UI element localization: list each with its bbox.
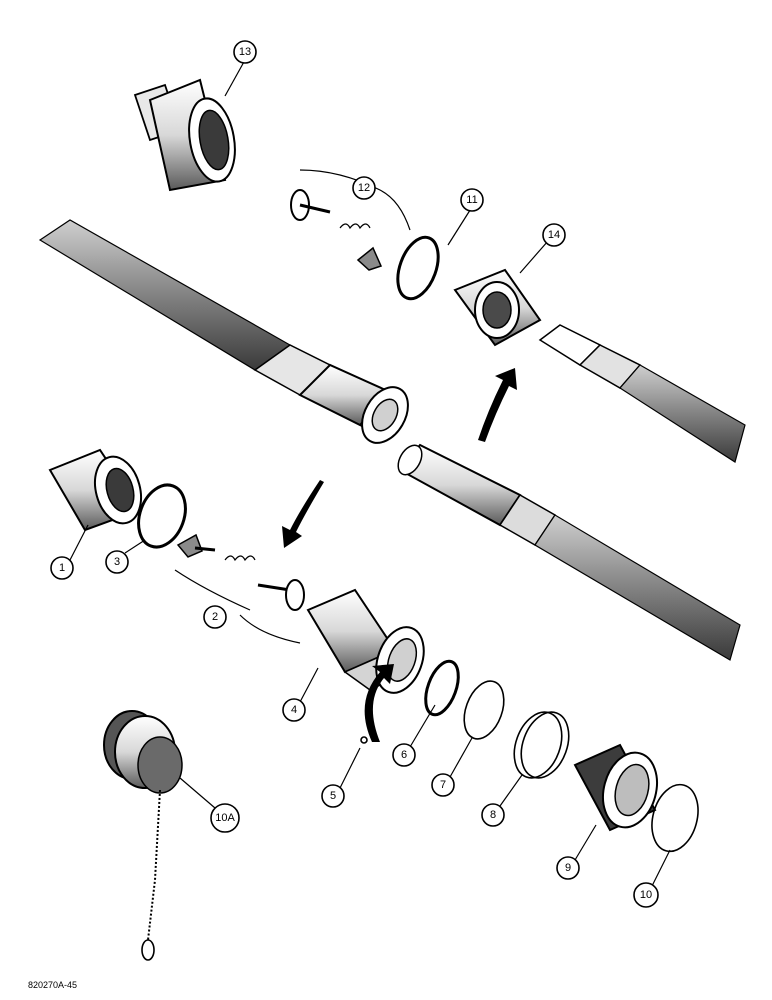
arrow-to-part-4 — [364, 664, 394, 742]
callout-2: 2 — [203, 605, 227, 629]
lower-hose — [397, 443, 741, 661]
backup-ring-part-7 — [463, 680, 505, 740]
svg-text:11: 11 — [466, 194, 477, 206]
female-coupler-body — [298, 363, 409, 444]
valve-assembly-part-13 — [290, 189, 383, 271]
svg-text:3: 3 — [114, 556, 120, 568]
callout-13: 12 — [352, 176, 376, 200]
svg-text:6: 6 — [401, 749, 407, 761]
figure-code: 820270A-45 — [28, 980, 78, 990]
o-ring-part-12 — [396, 235, 440, 301]
adapter-fitting-part-11 — [133, 78, 236, 192]
upper-right-hose — [538, 324, 746, 463]
svg-text:13: 13 — [239, 46, 251, 58]
adapter-nut-part-14 — [453, 268, 542, 347]
valve-assembly-part-2 — [176, 533, 305, 611]
callout-9: 9 — [556, 856, 580, 880]
arrow-up-right — [478, 368, 517, 442]
svg-text:10: 10 — [640, 889, 652, 901]
callout-6: 6 — [392, 743, 416, 767]
svg-text:12: 12 — [358, 182, 370, 194]
svg-text:1: 1 — [59, 562, 65, 574]
svg-text:4: 4 — [291, 704, 297, 716]
ball-part-5 — [360, 736, 368, 744]
callout-5: 5 — [321, 784, 345, 808]
coupler-body-part-4 — [306, 588, 425, 694]
callout-7: 7 — [431, 773, 455, 797]
svg-text:7: 7 — [440, 779, 446, 791]
snap-ring-part-10 — [651, 783, 699, 853]
o-ring-part-3 — [137, 483, 187, 549]
callout-10a: 10A — [210, 803, 240, 833]
callout-8: 8 — [481, 803, 505, 827]
hex-fitting-part-1 — [48, 448, 143, 532]
upper-hose — [38, 219, 332, 396]
knurled-sleeve-part-9 — [573, 743, 658, 832]
arrow-down-left — [282, 480, 324, 548]
svg-text:14: 14 — [548, 229, 560, 241]
svg-text:8: 8 — [490, 809, 496, 821]
o-ring-part-6 — [424, 659, 460, 717]
svg-text:5: 5 — [330, 790, 336, 802]
callout-3: 3 — [105, 550, 129, 574]
svg-text:10A: 10A — [215, 812, 235, 824]
callout-4: 4 — [282, 698, 306, 722]
callout-11: 13 — [233, 40, 257, 64]
svg-text:2: 2 — [212, 611, 218, 623]
callout-14: 14 — [542, 223, 566, 247]
callout-10: 10 — [633, 882, 659, 908]
svg-text:9: 9 — [565, 862, 571, 874]
callout-1: 1 — [50, 556, 74, 580]
spring-part-8 — [513, 711, 570, 779]
callout-12: 11 — [460, 188, 484, 212]
leader-lines — [69, 59, 671, 887]
dust-cap-part-10a — [103, 710, 183, 961]
callouts: 13 12 11 14 1 3 2 4 — [50, 40, 659, 908]
